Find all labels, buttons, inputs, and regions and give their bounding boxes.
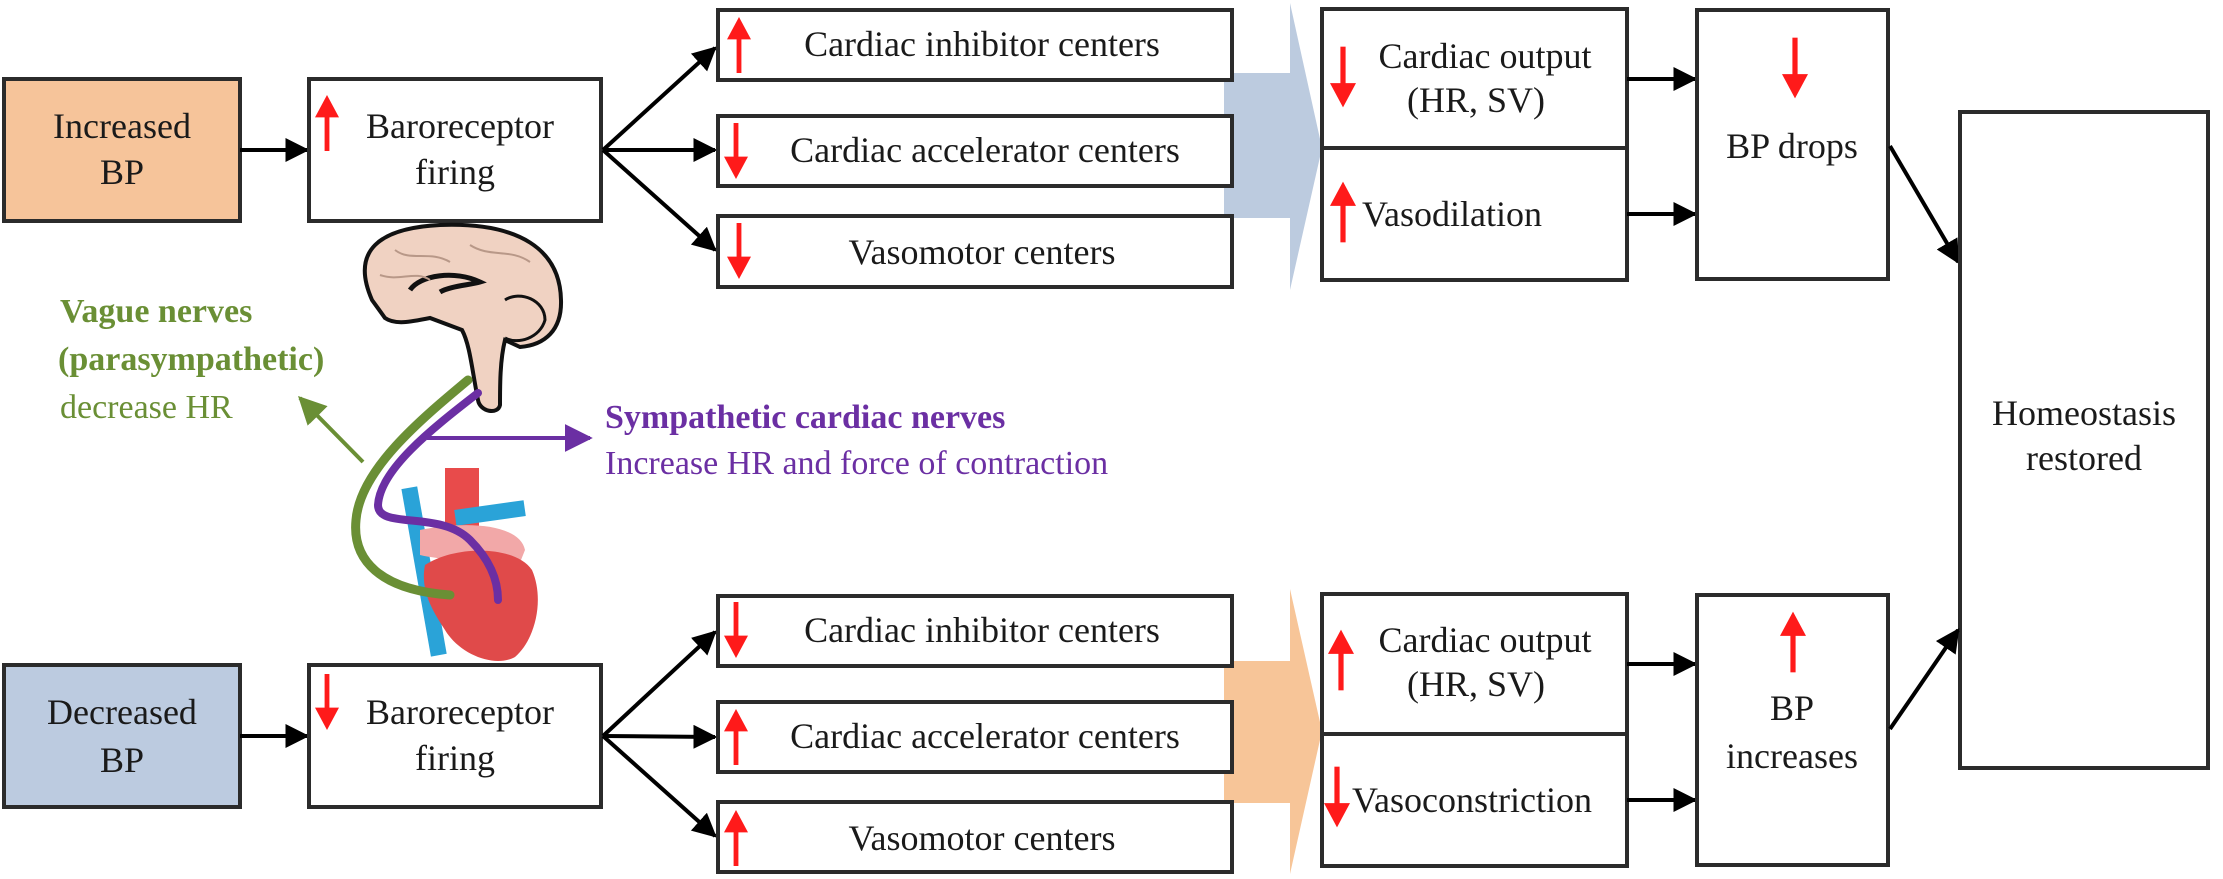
connector-arrow [1888, 628, 1960, 731]
center-box-vasomotor: Vasomotor centers [716, 800, 1234, 874]
top-chevron [1224, 3, 1322, 290]
center-label: Cardiac inhibitor centers [804, 610, 1160, 650]
heart-illustration [401, 468, 538, 661]
center-box-inhibitor: Cardiac inhibitor centers [716, 8, 1234, 82]
vagus-line2: (parasympathetic) [58, 341, 324, 378]
stimulus-line2: BP [100, 740, 144, 780]
effect-line2: (HR, SV) [1407, 664, 1545, 704]
result-box: BP drops [1695, 8, 1890, 281]
brain-illustration [362, 222, 564, 413]
brain-icon [362, 222, 564, 413]
center-box-inhibitor: Cardiac inhibitor centers [716, 594, 1234, 668]
connector-arrow [601, 734, 717, 838]
connector-arrow [601, 148, 717, 252]
vagus-nerve [351, 375, 473, 600]
outcome-box: Homeostasis restored [1958, 110, 2210, 770]
center-box-accelerator: Cardiac accelerator centers [716, 700, 1234, 774]
effect-label: Vasodilation [1362, 194, 1542, 234]
bottom-pathway: Decreased BP Baroreceptor firing Cardiac… [2, 589, 1960, 874]
center-label: Vasomotor centers [849, 818, 1116, 858]
effect-line2: (HR, SV) [1407, 80, 1545, 120]
connector-arrow [601, 630, 717, 738]
center-label: Cardiac inhibitor centers [804, 24, 1160, 64]
connector-arrow [601, 46, 717, 152]
center-label: Vasomotor centers [849, 232, 1116, 272]
vagus-label: Vague nerves (parasympathetic) decrease … [58, 293, 324, 426]
result-label: BP drops [1726, 126, 1858, 166]
connector-arrow [602, 724, 718, 749]
sympathetic-nerve [373, 389, 502, 604]
outcome-line1: Homeostasis [1992, 393, 2176, 433]
effects-box: Cardiac output (HR, SV) Vasoconstriction [1320, 592, 1629, 868]
connector-arrow [1888, 144, 1960, 265]
receptor-box: Baroreceptor firing [307, 663, 603, 809]
sympathetic-line1: Sympathetic cardiac nerves [605, 399, 1005, 436]
stimulus-line1: Decreased [47, 692, 197, 732]
effect-label: Vasoconstriction [1352, 780, 1592, 820]
effect-line1: Cardiac output [1379, 620, 1592, 660]
center-box-accelerator: Cardiac accelerator centers [716, 114, 1234, 188]
result-line2: increases [1726, 736, 1858, 776]
result-box: BP increases [1695, 593, 1890, 867]
center-label: Cardiac accelerator centers [790, 716, 1180, 756]
vagus-line3: decrease HR [60, 389, 233, 426]
receptor-line1: Baroreceptor [366, 692, 554, 732]
heart-icon [423, 550, 538, 661]
vagus-line1: Vague nerves [60, 293, 252, 330]
center-label: Cardiac accelerator centers [790, 130, 1180, 170]
top-pathway: Increased BP Baroreceptor firing Cardiac… [2, 3, 1960, 290]
receptor-line1: Baroreceptor [366, 106, 554, 146]
outcome-line2: restored [2026, 438, 2142, 478]
stimulus-box: Increased BP [2, 77, 242, 223]
bottom-chevron [1224, 589, 1322, 874]
sympathetic-line2: Increase HR and force of contraction [605, 445, 1108, 482]
effects-box: Cardiac output (HR, SV) Vasodilation [1320, 7, 1629, 282]
vagus-arrow [298, 396, 365, 464]
stimulus-line1: Increased [53, 106, 191, 146]
stimulus-box: Decreased BP [2, 663, 242, 809]
receptor-line2: firing [415, 738, 495, 778]
center-box-vasomotor: Vasomotor centers [716, 214, 1234, 289]
receptor-line2: firing [415, 152, 495, 192]
result-line1: BP [1770, 688, 1814, 728]
stimulus-line2: BP [100, 152, 144, 192]
sympathetic-label: Sympathetic cardiac nerves Increase HR a… [605, 399, 1108, 482]
receptor-box: Baroreceptor firing [307, 77, 603, 223]
effect-line1: Cardiac output [1379, 36, 1592, 76]
